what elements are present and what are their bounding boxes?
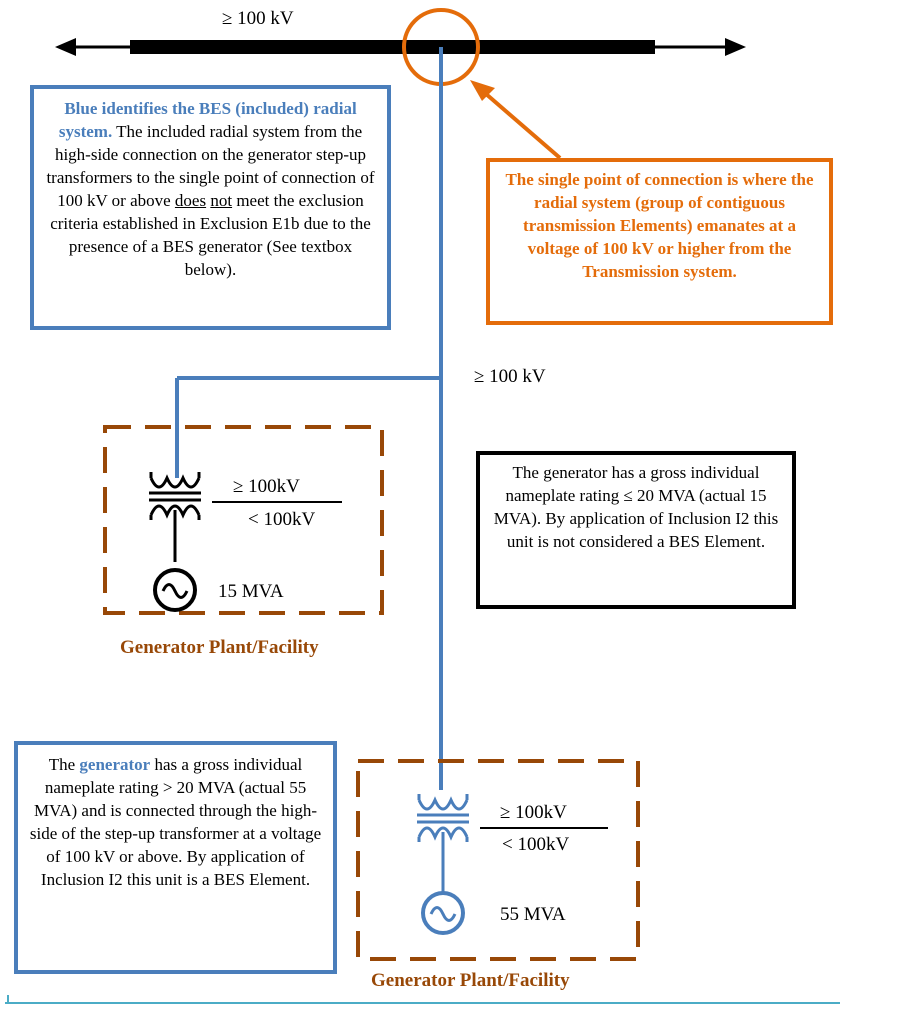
bes-radial-note: Blue identifies the BES (included) radia…: [30, 85, 391, 330]
plant-2-enclosure: [356, 759, 640, 961]
bes-radial-note-not: not: [210, 191, 233, 210]
bes-radial-note-body-2: meet the exclusion criteria established …: [50, 191, 371, 279]
plant-1-rating-label: 15 MVA: [218, 581, 284, 602]
plant-2-label: Generator Plant/Facility: [371, 970, 570, 991]
plant-2-low-side-label: < 100kV: [502, 834, 570, 855]
non-bes-generator-note: The generator has a gross individual nam…: [476, 451, 796, 609]
bes-radial-note-does: does: [174, 191, 207, 210]
bus-arrow-right-icon: [725, 38, 746, 56]
plant-1-generator-icon: [153, 568, 197, 612]
plant-2-high-side-label: ≥ 100kV: [500, 802, 567, 823]
plant-1-low-side-label: < 100kV: [248, 509, 316, 530]
plant-2-rating-label: 55 MVA: [500, 904, 566, 925]
tap-voltage-label: ≥ 100 kV: [474, 366, 546, 387]
plant-1-high-side-label: ≥ 100kV: [233, 476, 300, 497]
plant-1-label: Generator Plant/Facility: [120, 637, 319, 658]
connection-arrow: [476, 85, 562, 160]
connection-point-note: The single point of connection is where …: [486, 158, 833, 325]
plant-2-generator-icon: [421, 891, 465, 935]
bes-generator-note: The generator has a gross individual nam…: [14, 741, 337, 974]
bus-arrow-left-icon: [55, 38, 76, 56]
connection-arrowhead-icon: [470, 80, 495, 101]
connection-point-note-text: The single point of connection is where …: [505, 170, 814, 281]
bes-radial-note-lead: Blue identifies the BES (included) radia…: [58, 99, 357, 141]
plant-1-enclosure: [103, 425, 384, 615]
bes-generator-note-highlight: generator: [79, 755, 151, 774]
plant-1-transformer-icon: [149, 472, 201, 562]
plant-2-transformer-icon: [417, 794, 469, 892]
radial-system: [175, 47, 443, 790]
transmission-bus: [55, 38, 746, 56]
bus-bar: [130, 40, 655, 54]
bus-voltage-label: ≥ 100 kV: [222, 8, 294, 29]
bes-generator-note-pre: The: [48, 755, 80, 774]
non-bes-generator-note-text: The generator has a gross individual nam…: [493, 463, 779, 551]
bes-generator-note-post: has a gross individual nameplate rating …: [29, 755, 322, 889]
bes-radial-note-body-1: The included radial system from the high…: [46, 122, 375, 210]
